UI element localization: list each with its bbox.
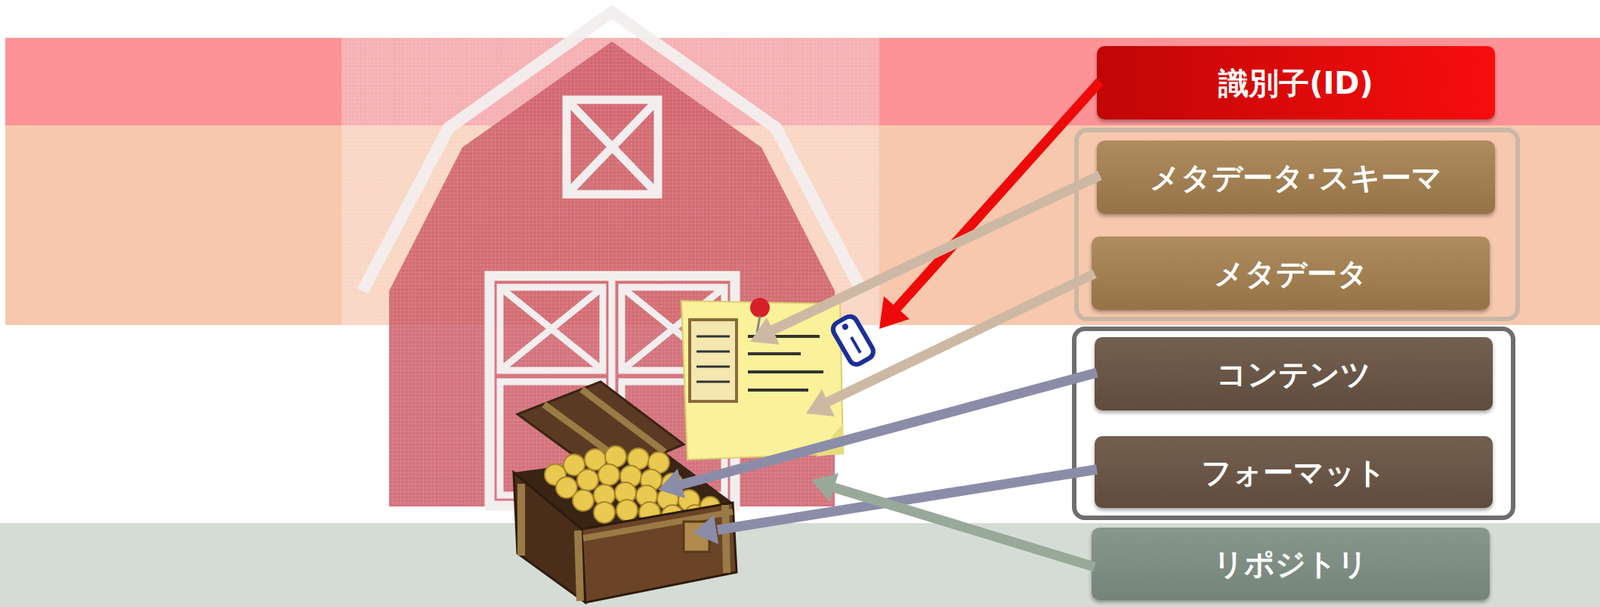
contents-box: コンテンツ: [1094, 336, 1493, 411]
node-label: リポジトリ: [1205, 546, 1376, 581]
leader-arrow: [811, 472, 1095, 567]
repository-band: [0, 522, 1600, 607]
format-box: フォーマット: [1094, 435, 1493, 508]
barn-illustration: [362, 12, 862, 507]
sticky-note: [681, 297, 844, 460]
leader-arrow: [750, 175, 1100, 345]
leader-arrow: [879, 81, 1100, 329]
metadata-schema-box: メタデータ･スキーマ: [1096, 140, 1495, 214]
leader-arrow: [693, 469, 1097, 544]
group-outline: [1076, 129, 1518, 319]
metadata-box: メタデータ: [1091, 236, 1490, 310]
id-box: 識別子(ID): [1096, 46, 1495, 120]
node-label: フォーマット: [1193, 455, 1394, 489]
node-label: メタデータ: [1206, 256, 1376, 291]
id-tag: [830, 313, 876, 368]
group-outline: [1074, 328, 1514, 518]
node-label: メタデータ･スキーマ: [1142, 160, 1450, 195]
node-label: 識別子(ID): [1210, 66, 1381, 100]
treasure-chest: [513, 381, 737, 603]
node-label: コンテンツ: [1208, 357, 1379, 391]
repository-box: リポジトリ: [1091, 527, 1490, 600]
leader-arrow: [806, 273, 1095, 417]
leader-arrow: [657, 372, 1097, 498]
